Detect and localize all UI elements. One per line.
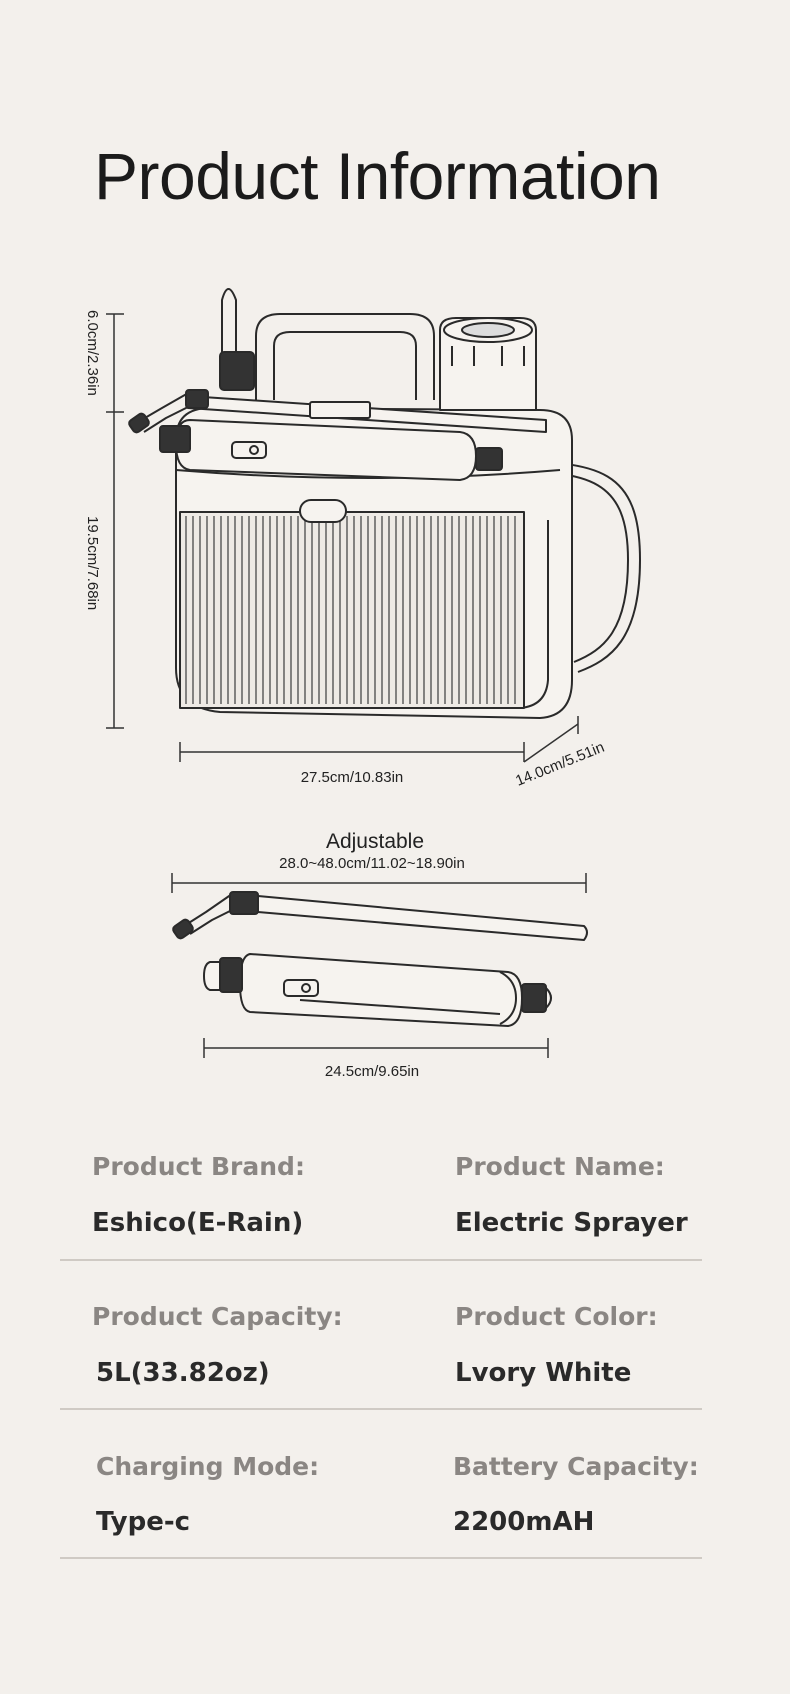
wand-length-label: 24.5cm/9.65in [325,1063,419,1080]
spec-value-name: Electric Sprayer [455,1208,688,1238]
spec-label-charging: Charging Mode: [96,1452,320,1481]
depth-label: 14.0cm/5.51in [513,739,607,790]
page-title: Product Information [94,139,661,213]
spec-value-capacity: 5L(33.82oz) [96,1358,270,1388]
spec-label-capacity: Product Capacity: [92,1302,343,1331]
adjustable-range-label: 28.0~48.0cm/11.02~18.90in [279,855,465,872]
spec-value-color: Lvory White [455,1358,632,1388]
width-dimension-line [179,716,579,763]
spec-label-color: Product Color: [455,1302,658,1331]
adjustable-label: Adjustable [326,830,424,853]
spec-divider [60,1557,702,1559]
top-height-label: 6.0cm/2.36in [84,310,101,396]
spec-divider [60,1259,702,1261]
spray-wand-drawing [203,953,552,1027]
spec-divider [60,1408,702,1410]
height-dimension-line [106,313,124,729]
spec-label-brand: Product Brand: [92,1152,305,1181]
spec-label-battery: Battery Capacity: [453,1452,699,1481]
spec-value-brand: Eshico(E-Rain) [92,1208,304,1238]
spec-label-name: Product Name: [455,1152,665,1181]
indicator-light [299,499,347,523]
spec-value-charging: Type-c [96,1507,191,1537]
tank-ribs [185,516,516,704]
wand-dimension-line [203,1038,549,1058]
width-label: 27.5cm/10.83in [301,769,404,786]
rod-dimension-line [171,873,587,893]
spec-value-battery: 2200mAH [453,1507,595,1537]
body-height-label: 19.5cm/7.68in [84,516,101,610]
extension-rod-drawing [172,891,588,941]
